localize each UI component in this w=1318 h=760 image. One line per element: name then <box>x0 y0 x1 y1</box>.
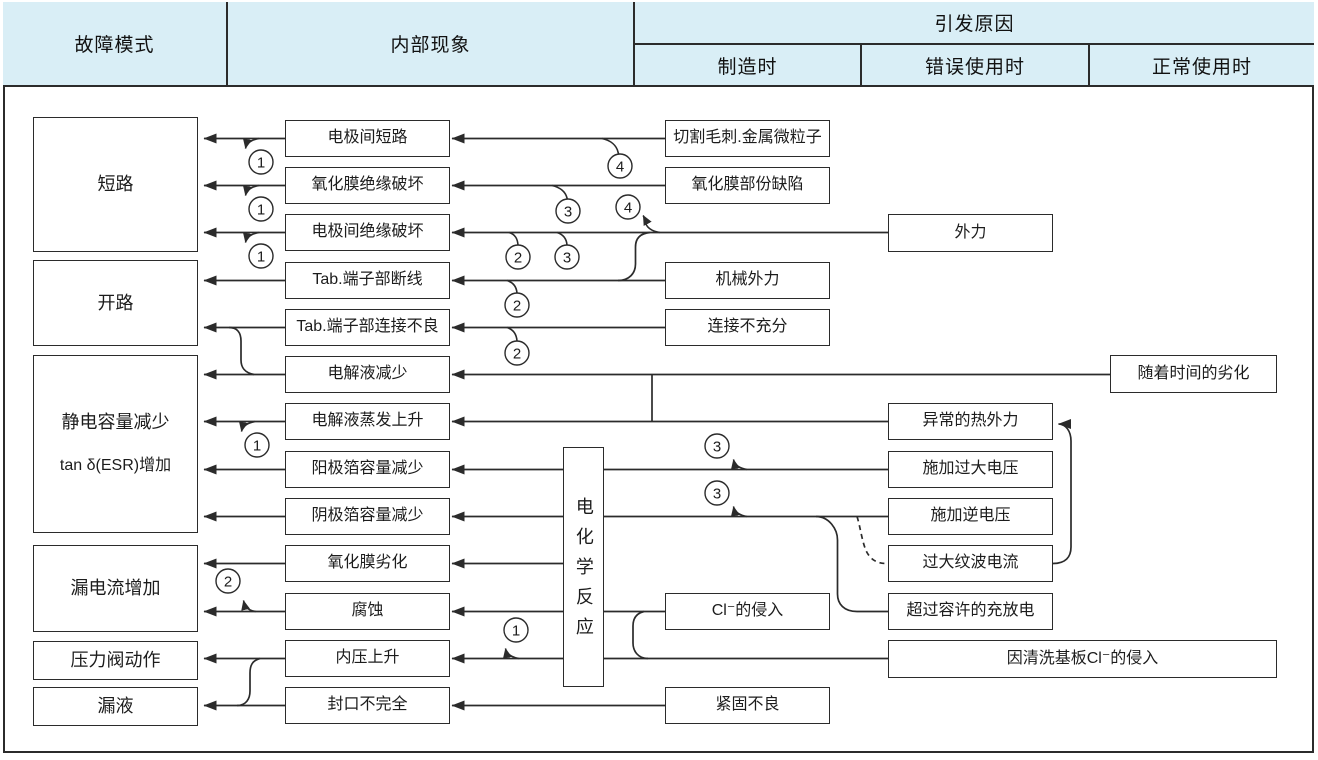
svg-text:1: 1 <box>512 623 520 640</box>
header-internal-phenomenon: 内部现象 <box>228 2 635 85</box>
capacitance-line2: tan δ(ESR)增加 <box>59 457 172 475</box>
node-abnormal-heat: 异常的热外力 <box>888 403 1053 440</box>
arrow-lines <box>203 133 1110 711</box>
node-oxide-insulation-break: 氧化膜绝缘破坏 <box>285 167 450 204</box>
node-liquid-leak: 漏液 <box>33 687 198 726</box>
node-external-force: 外力 <box>888 214 1053 252</box>
node-short-circuit: 短路 <box>33 117 198 252</box>
node-overvoltage: 施加过大电压 <box>888 451 1053 488</box>
jump-hooks <box>238 137 748 660</box>
node-insufficient-connection: 连接不充分 <box>665 309 830 346</box>
node-internal-pressure-rise: 内压上升 <box>285 640 450 677</box>
svg-text:2: 2 <box>514 250 522 267</box>
circled-number-4: 4 4 <box>607 153 641 220</box>
circled-number-1: 1 1 1 1 1 <box>244 149 529 643</box>
node-board-wash-cl: 因清洗基板Cl⁻的侵入 <box>888 640 1277 678</box>
svg-text:1: 1 <box>257 202 265 219</box>
node-bad-fastening: 紧固不良 <box>665 687 830 724</box>
node-incomplete-sealing: 封口不完全 <box>285 687 450 724</box>
node-tab-wire-break: Tab.端子部断线 <box>285 262 450 299</box>
node-open-circuit: 开路 <box>33 260 198 346</box>
capacitance-line1: 静电容量减少 <box>61 412 170 433</box>
node-electrochemical-reaction: 电化学反应 <box>563 447 604 687</box>
node-reverse-voltage: 施加逆电压 <box>888 498 1053 535</box>
svg-text:3: 3 <box>713 439 721 456</box>
header-cause: 引发原因 <box>635 2 1314 45</box>
svg-text:2: 2 <box>513 298 521 315</box>
svg-text:1: 1 <box>257 249 265 266</box>
circled-number-3: 3 3 3 3 <box>554 198 730 506</box>
node-excess-ripple: 过大纹波电流 <box>888 545 1053 582</box>
svg-text:1: 1 <box>257 155 265 172</box>
header-manufacturing: 制造时 <box>635 45 862 85</box>
node-oxide-degradation: 氧化膜劣化 <box>285 545 450 582</box>
circled-number-2: 2 2 2 2 <box>215 244 531 594</box>
svg-text:2: 2 <box>224 574 232 591</box>
node-aging: 随着时间的劣化 <box>1110 355 1277 393</box>
svg-text:4: 4 <box>616 159 624 176</box>
svg-text:3: 3 <box>563 250 571 267</box>
node-cl-intrusion: Cl⁻的侵入 <box>665 593 830 630</box>
node-electrolyte-decrease: 电解液减少 <box>285 356 450 393</box>
node-anode-foil-cap-decrease: 阳极箔容量减少 <box>285 451 450 488</box>
node-electrolyte-evaporation: 电解液蒸发上升 <box>285 403 450 440</box>
svg-text:3: 3 <box>713 486 721 503</box>
table-header: 故障模式 内部现象 引发原因 制造时 错误使用时 正常使用时 <box>3 2 1314 87</box>
header-normal-use: 正常使用时 <box>1151 56 1252 78</box>
node-leakage-current: 漏电流增加 <box>33 545 198 632</box>
header-failure-mode: 故障模式 <box>3 2 228 85</box>
header-misuse: 错误使用时 <box>862 45 1090 85</box>
node-cathode-foil-cap-decrease: 阴极箔容量减少 <box>285 498 450 535</box>
connector-lines <box>228 231 888 707</box>
svg-text:2: 2 <box>513 346 521 363</box>
node-mechanical-force: 机械外力 <box>665 262 830 299</box>
svg-text:1: 1 <box>253 438 261 455</box>
node-electrode-insulation-break: 电极间绝缘破坏 <box>285 214 450 251</box>
node-capacitance-decrease: 静电容量减少 tan δ(ESR)增加 <box>33 355 198 533</box>
node-burr-particles: 切割毛刺.金属微粒子 <box>665 120 830 157</box>
node-excess-charge-discharge: 超过容许的充放电 <box>888 593 1053 630</box>
node-corrosion: 腐蚀 <box>285 593 450 630</box>
node-vent-operation: 压力阀动作 <box>33 641 198 680</box>
node-tab-bad-connection: Tab.端子部连接不良 <box>285 309 450 346</box>
svg-text:3: 3 <box>564 204 572 221</box>
node-electrode-short: 电极间短路 <box>285 120 450 157</box>
node-oxide-partial-defect: 氧化膜部份缺陷 <box>665 167 830 204</box>
svg-text:4: 4 <box>624 200 632 217</box>
circled-numbers: 1 1 1 1 1 2 2 2 2 3 <box>215 149 730 643</box>
